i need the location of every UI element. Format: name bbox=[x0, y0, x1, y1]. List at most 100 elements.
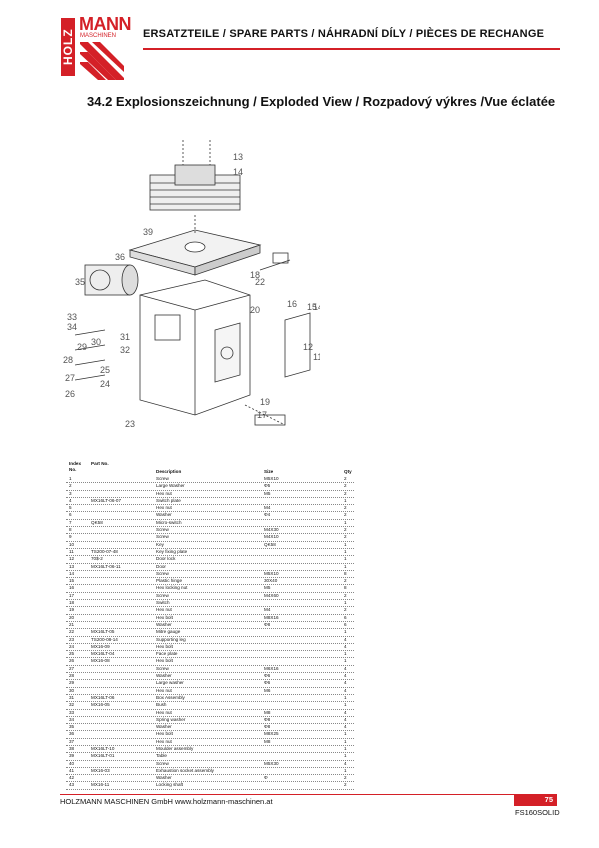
row-index: 10 bbox=[69, 541, 75, 547]
row-part-no: MX16LT-01 bbox=[91, 753, 115, 759]
row-part-no: MX16-11 bbox=[91, 782, 110, 788]
page-number: 75 bbox=[514, 794, 557, 806]
diagram-label: 29 bbox=[77, 342, 87, 352]
row-part-no: MX16LT-06-07 bbox=[91, 497, 122, 503]
row-index: 39 bbox=[69, 753, 75, 759]
row-size: M4X30 bbox=[264, 527, 279, 533]
row-description: Box Assembly bbox=[156, 694, 185, 700]
row-size: Φ6 bbox=[264, 680, 271, 686]
diagram-label: 23 bbox=[125, 419, 135, 429]
row-description: Switch bbox=[156, 600, 170, 606]
diagram-label: 20 bbox=[250, 305, 260, 315]
row-description: Hex nut bbox=[156, 738, 172, 744]
diagram-label: 34 bbox=[67, 322, 77, 332]
row-qty: 4 bbox=[344, 724, 347, 730]
row-size: Φ8 bbox=[264, 724, 271, 730]
row-description: Micro-switch bbox=[156, 519, 182, 525]
row-part-no: MX16LT-05 bbox=[91, 629, 115, 635]
row-size: M8 bbox=[264, 709, 271, 715]
row-qty: 1 bbox=[344, 519, 347, 525]
row-index: 28 bbox=[69, 673, 75, 679]
row-description: Hex nut bbox=[156, 709, 172, 715]
row-index: 2 bbox=[69, 483, 72, 489]
row-description: Plastic hinge bbox=[156, 578, 183, 584]
logo-top-text: MANN bbox=[79, 14, 132, 34]
row-index: 13 bbox=[69, 563, 75, 569]
row-qty: 4 bbox=[344, 665, 347, 671]
row-description: Exhaustion socket assembly bbox=[156, 767, 214, 773]
header-index: Index No. bbox=[69, 461, 81, 473]
row-size: M8X25 bbox=[264, 731, 279, 737]
row-description: Bush bbox=[156, 702, 167, 708]
row-index: 43 bbox=[69, 782, 75, 788]
row-part-no: QK58 bbox=[91, 519, 103, 525]
row-part-no: MX16-03 bbox=[91, 767, 110, 773]
row-size: QK58 bbox=[264, 541, 276, 547]
header-description: Description bbox=[156, 469, 182, 474]
row-description: Washer bbox=[156, 724, 172, 730]
row-size: M4X10 bbox=[264, 534, 279, 540]
row-size: Φ bbox=[264, 775, 268, 781]
row-index: 36 bbox=[69, 731, 75, 737]
row-part-no: TS200-07-48 bbox=[91, 548, 118, 554]
row-description: Washer bbox=[156, 775, 172, 781]
row-description: Hex nut bbox=[156, 607, 172, 613]
row-qty: 2 bbox=[344, 534, 347, 540]
row-qty: 2 bbox=[344, 782, 347, 788]
diagram-label: 15 bbox=[307, 302, 317, 312]
row-description: Face plate bbox=[156, 651, 178, 657]
row-qty: 1 bbox=[344, 629, 347, 635]
diagram-label: 36 bbox=[115, 252, 125, 262]
row-size: Φ6 bbox=[264, 673, 271, 679]
diagram-label: 11 bbox=[313, 352, 320, 362]
row-index: 32 bbox=[69, 702, 75, 708]
logo-stripes-icon bbox=[80, 42, 124, 80]
row-index: 38 bbox=[69, 745, 75, 751]
row-description: Large washer bbox=[156, 680, 184, 686]
diagram-label: 14 bbox=[313, 302, 320, 312]
row-index: 5 bbox=[69, 505, 72, 511]
row-qty: 1 bbox=[344, 556, 347, 562]
row-index: 15 bbox=[69, 578, 75, 584]
row-description: Washer bbox=[156, 621, 172, 627]
row-qty: 4 bbox=[344, 716, 347, 722]
row-index: 41 bbox=[69, 767, 75, 773]
row-index: 14 bbox=[69, 570, 75, 576]
row-description: Screw bbox=[156, 665, 169, 671]
row-index: 20 bbox=[69, 614, 75, 620]
row-description: Hex nut bbox=[156, 687, 172, 693]
row-index: 18 bbox=[69, 600, 75, 606]
model-name: FS160SOLID bbox=[515, 808, 560, 817]
row-description: Spring washer bbox=[156, 716, 186, 722]
diagram-label: 32 bbox=[120, 345, 130, 355]
header-qty: Qty bbox=[344, 469, 352, 474]
row-part-no: MX16LT-06-11 bbox=[91, 563, 121, 569]
row-description: Hex nut bbox=[156, 505, 172, 511]
logo-sub-text: MASCHINEN bbox=[80, 33, 117, 39]
row-size: M4 bbox=[264, 505, 271, 511]
row-size: Φ4 bbox=[264, 512, 271, 518]
diagram-label: 26 bbox=[65, 389, 75, 399]
footer-company: HOLZMANN MASCHINEN GmbH www.holzmann-mas… bbox=[60, 797, 273, 806]
diagram-label: 12 bbox=[303, 342, 313, 352]
diagram-label: 31 bbox=[120, 332, 130, 342]
row-index: 24 bbox=[69, 643, 75, 649]
logo-side-text: HOLZ bbox=[61, 18, 75, 76]
row-index: 25 bbox=[69, 651, 75, 657]
section-heading: 34.2 Explosionszeichnung / Exploded View… bbox=[87, 94, 556, 109]
row-index: 30 bbox=[69, 687, 75, 693]
